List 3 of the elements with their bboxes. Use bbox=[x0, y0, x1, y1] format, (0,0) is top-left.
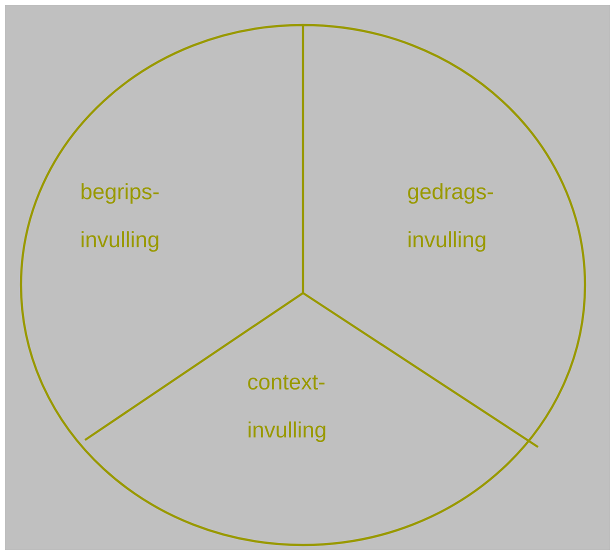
sector-label: begrips- invulling bbox=[82, 183, 159, 252]
sector-label: gedrags- invulling bbox=[408, 183, 494, 252]
sector-label: context- invulling bbox=[248, 375, 326, 442]
